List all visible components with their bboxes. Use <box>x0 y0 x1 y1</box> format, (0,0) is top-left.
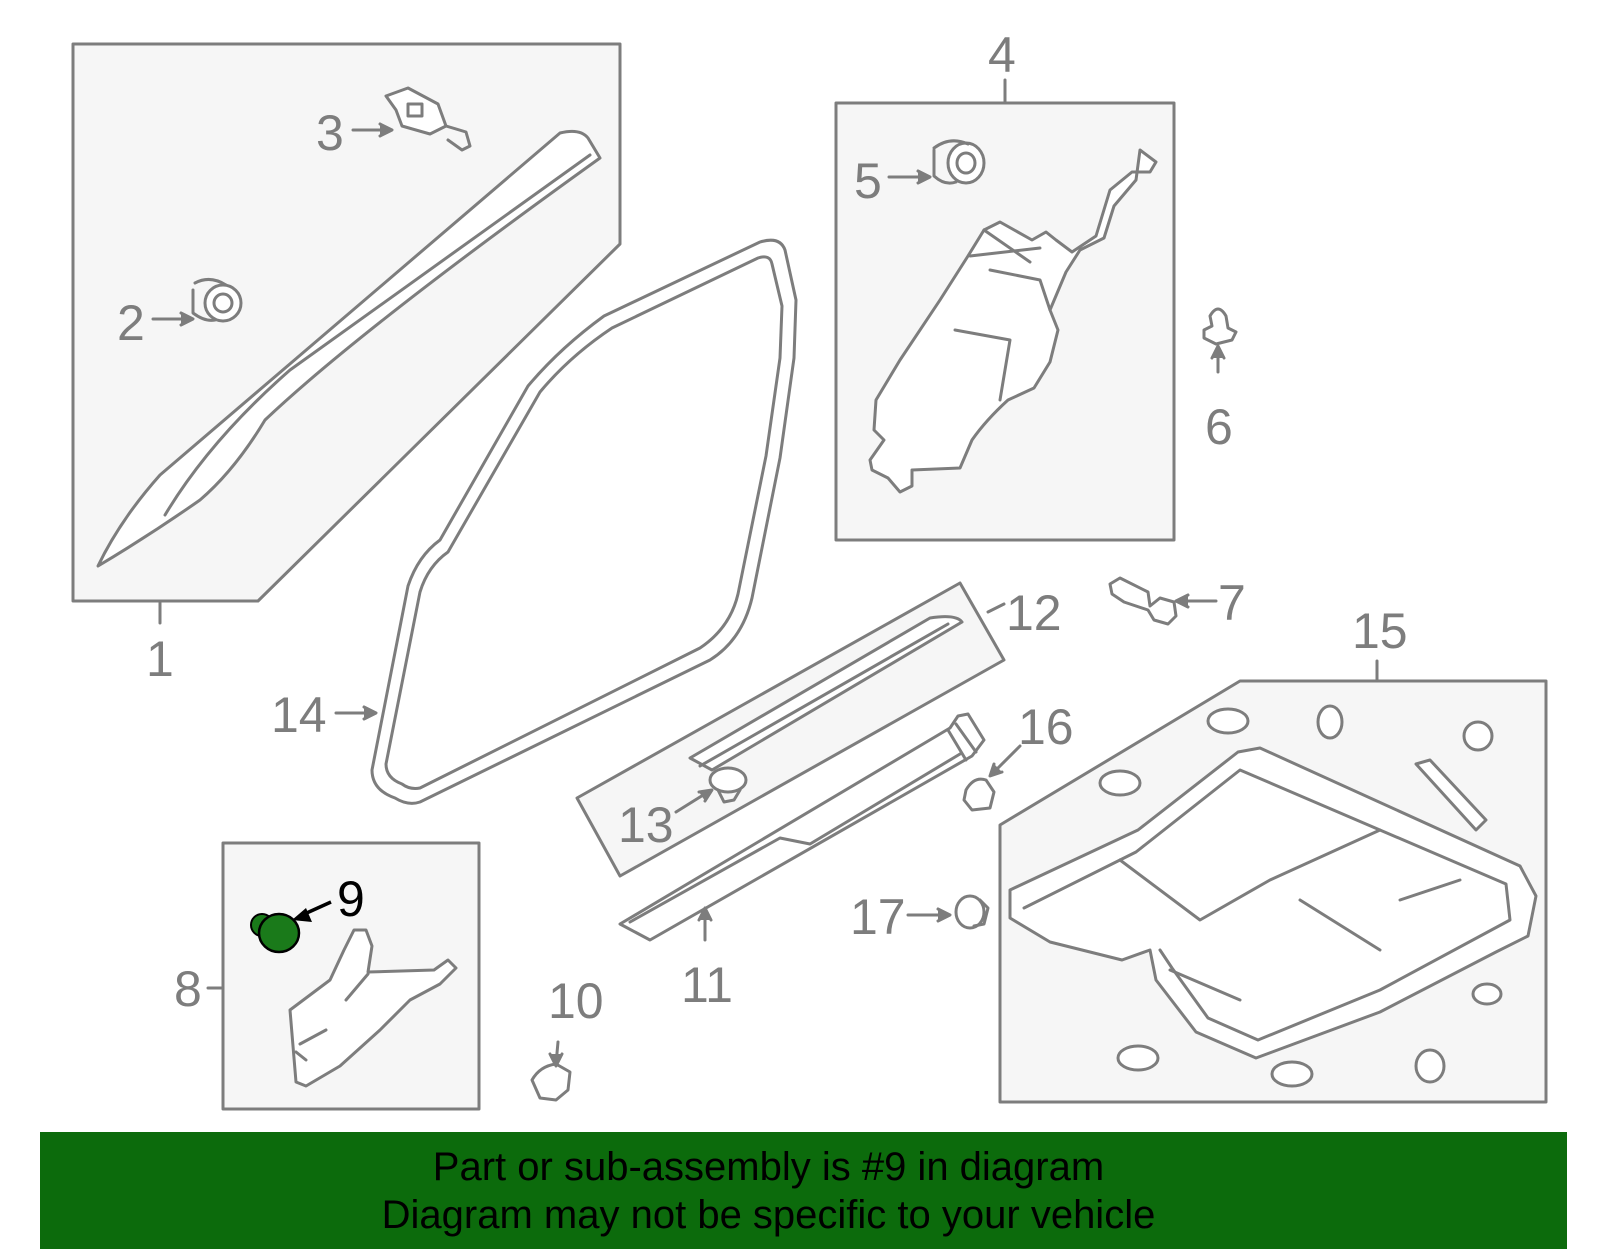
pillar-trim-inner-line <box>163 153 592 517</box>
group-15-floor-cover <box>998 659 1548 1104</box>
group-4-quarter-trim <box>834 78 1176 542</box>
part-5-clip <box>932 139 986 185</box>
callout-9: 9 <box>337 871 365 927</box>
callout-15: 15 <box>1352 603 1408 659</box>
callout-3: 3 <box>316 105 344 161</box>
quarter-trim-panel <box>868 148 1158 494</box>
floor-cover-clips <box>1098 704 1503 1088</box>
part-6-clip <box>1202 307 1238 374</box>
notice-line-part: Part or sub-assembly is #9 in diagram <box>432 1144 1105 1189</box>
callout-2: 2 <box>117 295 145 351</box>
pillar-trim-panel <box>96 129 602 568</box>
part-7-bolt <box>1108 576 1218 626</box>
group-8-lower-trim <box>206 841 481 1111</box>
callout-6: 6 <box>1205 399 1233 455</box>
lower-trim-panel <box>288 928 458 1088</box>
diagram-notice-banner: Part or sub-assembly is #9 in diagram Di… <box>40 1132 1567 1249</box>
part-17-clip <box>906 894 990 930</box>
callout-7: 7 <box>1218 575 1246 631</box>
callout-11: 11 <box>681 957 733 1013</box>
notice-line-disclaimer: Diagram may not be specific to your vehi… <box>381 1192 1156 1237</box>
callout-8: 8 <box>174 961 202 1017</box>
callout-17: 17 <box>850 889 906 945</box>
part-16-clip <box>962 744 1022 812</box>
part-10-clip <box>530 1040 572 1102</box>
group-1-pillar-trim <box>71 42 622 625</box>
part-14-weatherstrip <box>334 238 798 805</box>
callout-10: 10 <box>548 973 604 1029</box>
part-11-sill-trim <box>618 712 986 942</box>
callout-12: 12 <box>1006 585 1062 641</box>
part-9-clip-highlighted <box>250 900 332 954</box>
part-2-clip <box>191 278 243 323</box>
callout-13: 13 <box>618 797 674 853</box>
part-3-bracket <box>384 86 472 152</box>
part-12-scuff-box <box>575 581 1006 878</box>
callout-5: 5 <box>854 153 882 209</box>
floor-cover-panel <box>1008 746 1538 1060</box>
leaders-group-1 <box>151 122 394 327</box>
callout-14: 14 <box>271 687 327 743</box>
callout-1: 1 <box>146 631 174 687</box>
callout-16: 16 <box>1018 699 1074 755</box>
callout-4: 4 <box>988 27 1016 83</box>
part-13-clip <box>708 766 748 804</box>
